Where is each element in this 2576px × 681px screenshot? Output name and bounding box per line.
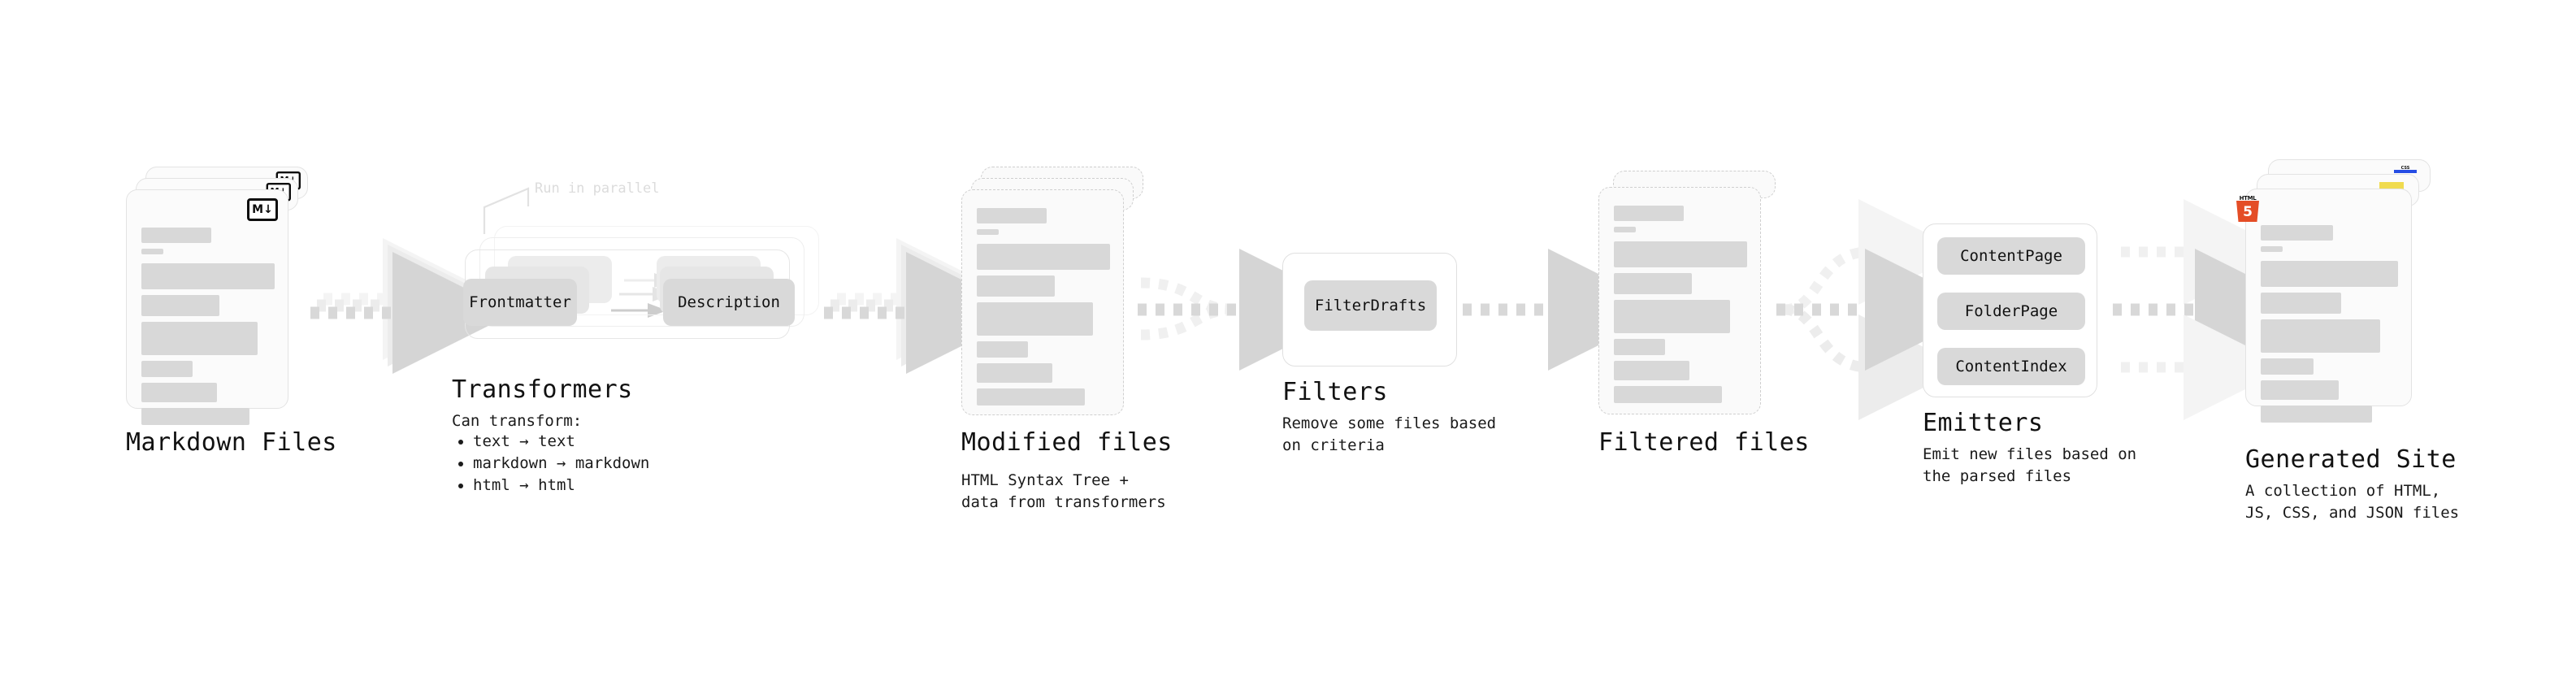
emitter-chip-contentindex[interactable]: ContentIndex — [1937, 348, 2085, 385]
modified-doc-front — [961, 189, 1124, 415]
filter-chip-filterdrafts[interactable]: FilterDrafts — [1304, 280, 1437, 331]
doc-placeholder-lines — [2261, 225, 2400, 428]
filtered-files-stack — [1598, 171, 1776, 423]
generated-site-desc: A collection of HTML, JS, CSS, and JSON … — [2245, 482, 2460, 522]
emitter-chip-folderpage[interactable]: FolderPage — [1937, 293, 2085, 330]
markdown-doc-front: M↓ — [126, 189, 288, 425]
stage-title-emitters: Emitters — [1923, 409, 2044, 437]
filtered-doc-front — [1598, 187, 1761, 414]
stage-title-transformers: Transformers — [452, 375, 633, 404]
css3-icon: CSS — [2394, 167, 2417, 173]
transformer-chip-frontmatter[interactable]: Frontmatter — [463, 279, 577, 326]
html5-icon: HTML — [2236, 195, 2259, 222]
markdown-files-stack: M↓ M↓ M↓ — [126, 167, 308, 425]
stage-title-filtered-files: Filtered files — [1598, 428, 1810, 457]
markdown-icon: M↓ — [247, 198, 278, 221]
emitters-panel: ContentPage FolderPage ContentIndex — [1923, 223, 2097, 397]
list-item: text → text — [473, 431, 649, 453]
transformer-chip-description[interactable]: Description — [663, 279, 795, 326]
doc-placeholder-lines — [977, 208, 1112, 411]
stage-title-generated-site: Generated Site — [2245, 445, 2457, 474]
generated-doc-front: HTML — [2236, 189, 2412, 423]
list-item: html → html — [473, 475, 649, 497]
filters-panel: FilterDrafts — [1282, 253, 1457, 367]
modified-files-stack — [961, 167, 1143, 419]
stage-title-filters: Filters — [1282, 378, 1388, 406]
emitters-desc: Emit new files based on the parsed files — [1923, 445, 2137, 485]
modified-files-desc: HTML Syntax Tree + data from transformer… — [961, 471, 1166, 511]
doc-placeholder-lines — [141, 228, 276, 431]
list-item: markdown → markdown — [473, 453, 649, 475]
filters-desc: Remove some files based on criteria — [1282, 414, 1497, 454]
transformers-bullets: text → text markdown → markdown html → h… — [455, 431, 649, 497]
transformers-desc: Can transform: — [452, 412, 583, 430]
stage-title-markdown-files: Markdown Files — [126, 428, 337, 457]
stage-title-modified-files: Modified files — [961, 428, 1173, 457]
emitter-chip-contentpage[interactable]: ContentPage — [1937, 237, 2085, 275]
doc-placeholder-lines — [1614, 206, 1749, 409]
run-in-parallel-note: Run in parallel — [535, 180, 660, 197]
generated-site-stack: CSS HTML — [2236, 159, 2431, 423]
